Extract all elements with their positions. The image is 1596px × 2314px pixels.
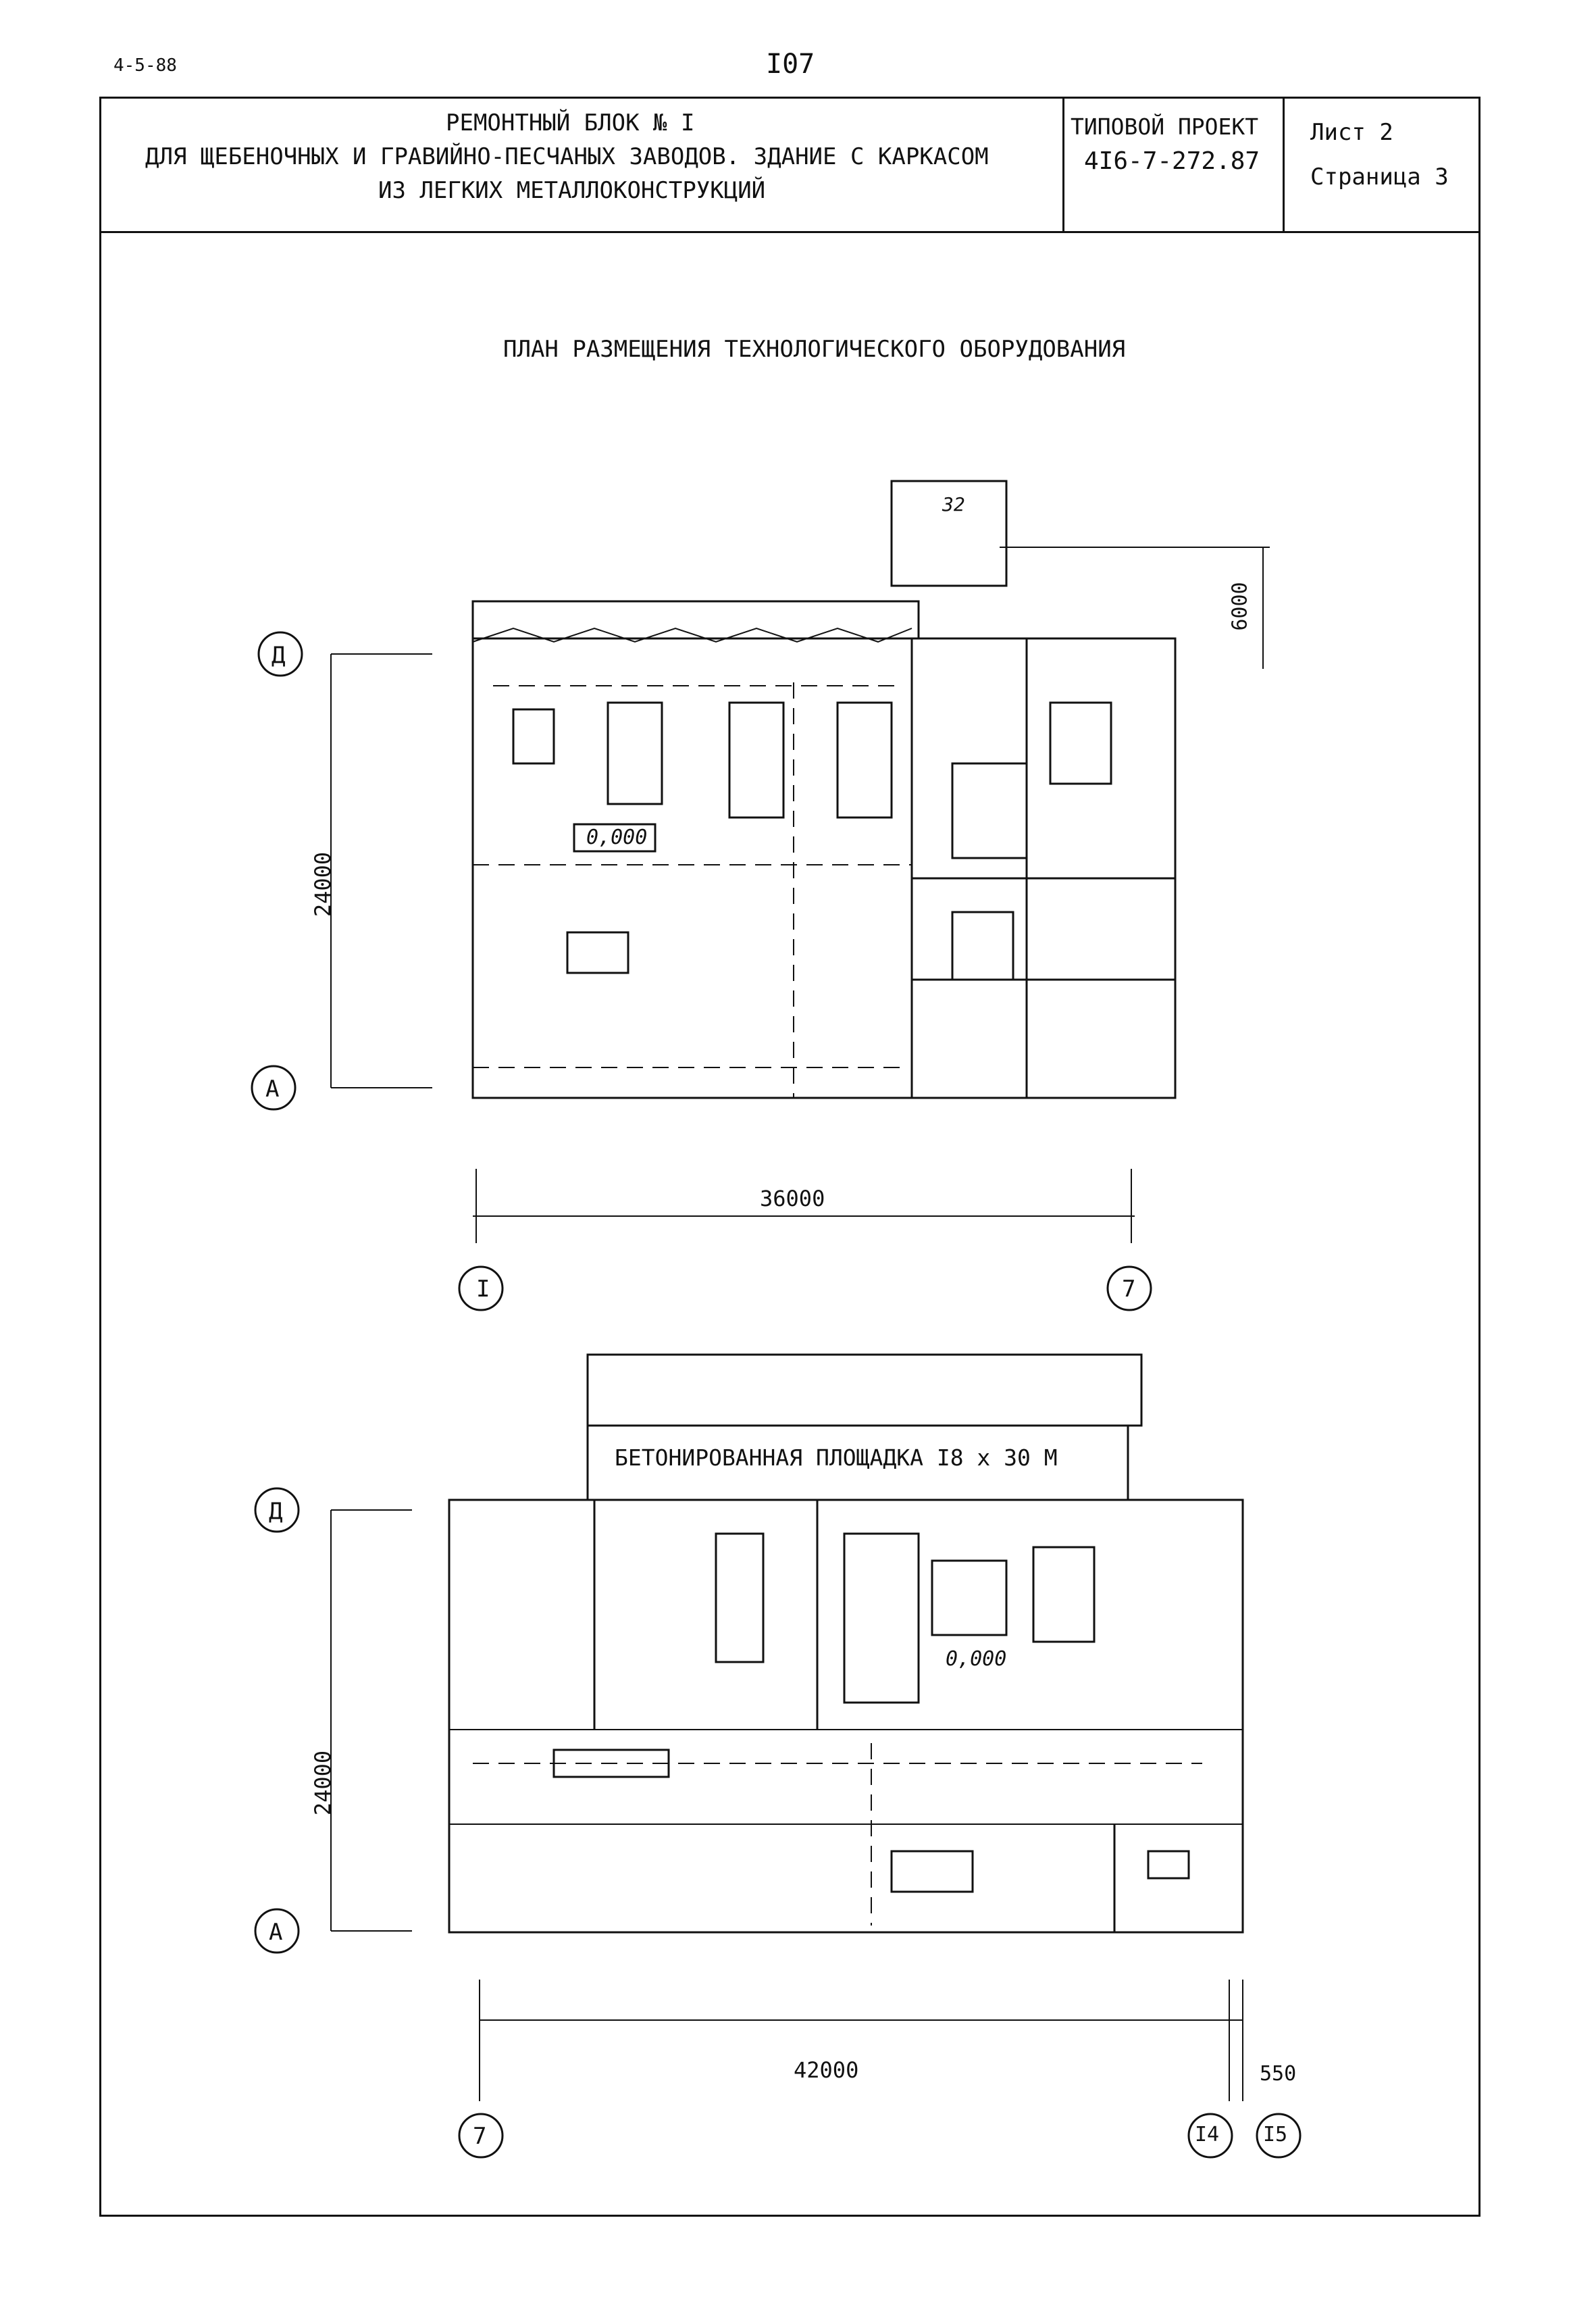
title-block	[99, 97, 1481, 233]
drawing-title: ПЛАН РАЗМЕЩЕНИЯ ТЕХНОЛОГИЧЕСКОГО ОБОРУДО…	[503, 336, 1126, 363]
plan1-axis-top: Д	[272, 642, 286, 669]
plan2-axis-mid: I4	[1195, 2123, 1220, 2146]
plan1-axis-bottom: А	[265, 1076, 280, 1103]
title-line-1: РЕМОНТНЫЙ БЛОК № I	[446, 109, 695, 136]
plan1-axis-left: I	[476, 1276, 490, 1303]
title-line-3: ИЗ ЛЕГКИХ МЕТАЛЛОКОНСТРУКЦИЙ	[378, 177, 766, 204]
title-line-2: ДЛЯ ЩЕБЕНОЧНЫХ И ГРАВИЙНО-ПЕСЧАНЫХ ЗАВОД…	[145, 143, 989, 170]
project-label: ТИПОВОЙ ПРОЕКТ	[1071, 114, 1259, 140]
annex-block	[890, 480, 1008, 587]
sheet-number: Лист 2	[1310, 119, 1393, 146]
title-divider	[1283, 97, 1285, 233]
plan2-axis-left: 7	[473, 2123, 487, 2150]
plan2-dim-height: 24000	[310, 1750, 336, 1816]
page-number: I07	[766, 49, 815, 80]
plan2-axis-top: Д	[269, 1498, 283, 1525]
annex-label: 32	[942, 493, 965, 515]
plan1-axis-right: 7	[1122, 1276, 1136, 1303]
page-label: Страница 3	[1310, 164, 1449, 191]
plan1-dim-annex: 6000	[1228, 582, 1252, 631]
plan2-level: 0,000	[946, 1647, 1007, 1671]
plan1-dim-height: 24000	[310, 851, 336, 917]
plan2-outline	[448, 1499, 1244, 1934]
title-divider	[1062, 97, 1064, 233]
plan2-axis-bottom: А	[269, 1919, 283, 1946]
plan1-level: 0,000	[586, 826, 648, 849]
plan2-dim-width: 42000	[794, 2057, 859, 2083]
page-frame	[99, 97, 1481, 2217]
corner-code: 4-5-88	[113, 55, 177, 76]
project-code: 4I6-7-272.87	[1084, 147, 1260, 175]
plan1-outline	[471, 637, 1177, 1099]
plan1-dim-width: 36000	[760, 1186, 825, 1211]
plan2-axis-right: I5	[1263, 2123, 1288, 2146]
yard-label: БЕТОНИРОВАННАЯ ПЛОЩАДКА I8 x 30 M	[615, 1444, 1058, 1471]
plan2-dim-small: 550	[1260, 2062, 1297, 2086]
